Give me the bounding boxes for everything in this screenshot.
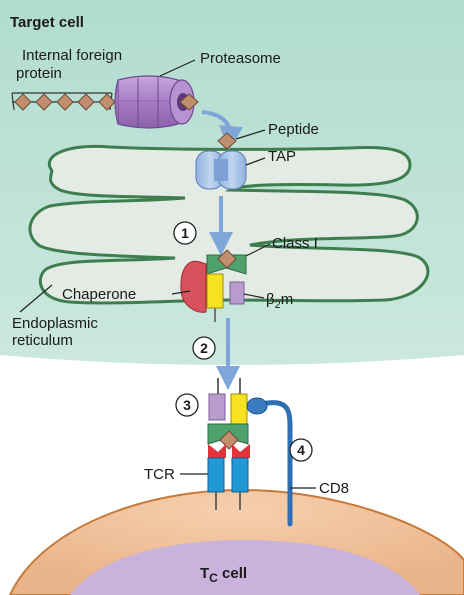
tap-label: TAP (268, 148, 296, 165)
beta2m-label: β2m (266, 291, 293, 311)
proteasome (114, 75, 195, 129)
chaperone (180, 260, 207, 313)
surface-alpha-chain (230, 393, 248, 425)
leader-lines (19, 59, 316, 489)
proteasome-label: Proteasome (200, 50, 281, 67)
class-i-mhc-in-er (180, 249, 247, 322)
tc-cell-label: TC cell (200, 565, 247, 585)
svg-text:1: 1 (181, 225, 189, 241)
peptide-label: Peptide (268, 121, 319, 138)
er-label-line2: reticulum (12, 332, 73, 349)
class-i-label: Class I (272, 235, 318, 252)
cd8-coreceptor (246, 397, 293, 527)
tcr-left-chain (207, 457, 225, 493)
svg-text:2: 2 (200, 340, 208, 356)
step-1-marker: 1 (173, 221, 197, 245)
step-3-marker: 3 (175, 393, 199, 417)
transport-arrow-to-tap (201, 110, 243, 150)
tc-cell-nucleus (70, 540, 420, 595)
surface-beta2m (208, 393, 226, 421)
target-cell-label: Target cell (10, 14, 84, 31)
foreign-protein-label-line2: protein (16, 65, 62, 82)
beta2m-domain (229, 281, 245, 305)
tcr-left-variable (208, 444, 226, 458)
mhc-tcr-complex (207, 378, 250, 510)
class-i-peptide (217, 249, 237, 269)
svg-text:3: 3 (183, 397, 191, 413)
tc-cell (8, 488, 464, 595)
tcr-label: TCR (144, 466, 175, 483)
er-label-line1: Endoplasmic (12, 315, 98, 332)
internal-foreign-protein (11, 92, 116, 111)
foreign-protein-chain (14, 93, 116, 111)
chaperone-label: Chaperone (62, 286, 136, 303)
peptide-fragment (179, 93, 199, 111)
endoplasmic-reticulum (28, 144, 430, 305)
peptide-icon (217, 132, 237, 150)
svg-text:4: 4 (297, 442, 305, 458)
step-4-marker: 4 (289, 438, 313, 462)
cd8-label: CD8 (319, 480, 349, 497)
step-2-marker: 2 (192, 336, 216, 360)
tcr-right-variable (232, 444, 250, 458)
tap-transporter (195, 150, 247, 190)
step-markers: 1 2 3 4 (173, 221, 313, 462)
foreign-protein-label-line1: Internal foreign (22, 47, 122, 64)
tcr-right-chain (231, 457, 249, 493)
class-i-alpha-chain (206, 273, 224, 309)
